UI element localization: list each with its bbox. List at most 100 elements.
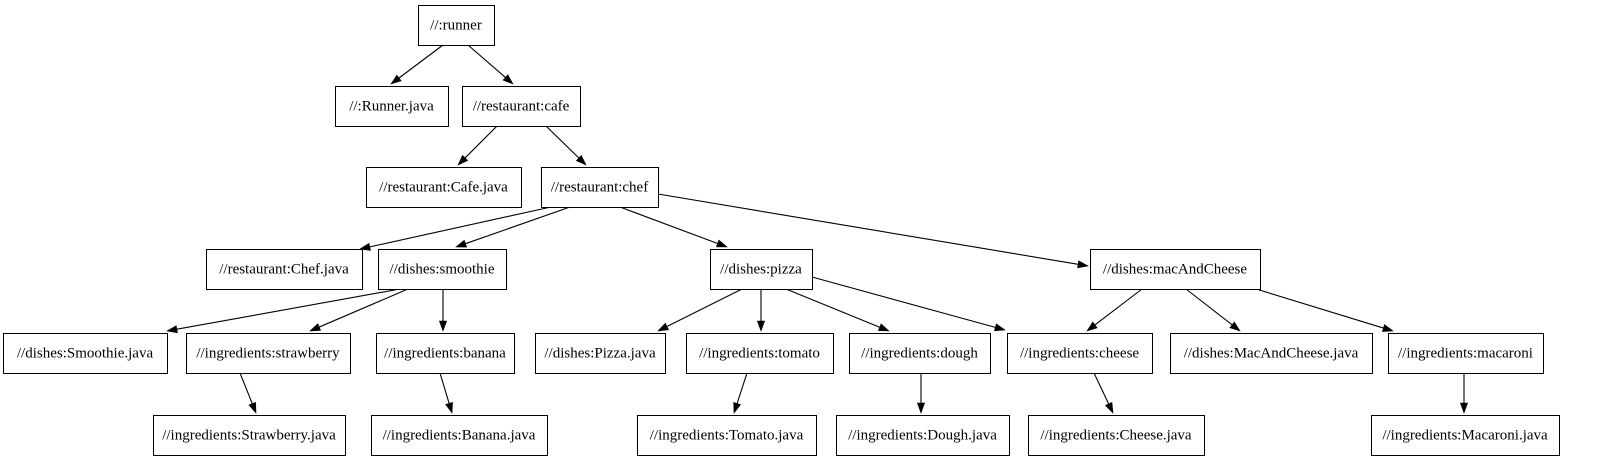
node-box[interactable] (1028, 415, 1205, 456)
edge-arrowhead (756, 320, 766, 332)
edge-line (369, 206, 552, 248)
node-pizza_java[interactable]: //dishes:Pizza.java (535, 333, 666, 374)
node-ing_tomato[interactable]: //ingredients:tomato (686, 333, 834, 374)
node-dough_java[interactable]: //ingredients:Dough.java (836, 415, 1010, 456)
node-label: //restaurant:cafe (473, 98, 570, 114)
node-restaurant_chef[interactable]: //restaurant:chef (541, 167, 659, 208)
edge-arrowhead (457, 154, 469, 166)
node-strawberry_java[interactable]: //ingredients:Strawberry.java (153, 415, 346, 456)
node-label: //restaurant:Chef.java (219, 261, 349, 277)
node-box[interactable] (378, 249, 507, 290)
edge-ing_banana-to-banana_java (439, 372, 453, 414)
node-box[interactable] (335, 86, 449, 127)
node-label: //ingredients:Dough.java (848, 427, 997, 443)
node-ing_strawberry[interactable]: //ingredients:strawberry (186, 333, 351, 374)
node-label: //ingredients:dough (861, 345, 978, 361)
edge-line (1185, 288, 1233, 326)
edge-arrowhead (994, 323, 1006, 332)
node-box[interactable] (3, 333, 168, 374)
edge-arrowhead (715, 239, 728, 248)
node-label: //ingredients:macaroni (1398, 345, 1533, 361)
edge-arrowhead (1459, 402, 1469, 414)
edge-arrowhead (455, 239, 468, 248)
node-box[interactable] (686, 333, 834, 374)
node-smoothie_java[interactable]: //dishes:Smoothie.java (3, 333, 168, 374)
edge-arrowhead (1381, 324, 1394, 332)
edge-arrowhead (502, 74, 514, 85)
node-chef_java[interactable]: //restaurant:Chef.java (206, 249, 363, 290)
node-ing_cheese[interactable]: //ingredients:cheese (1007, 333, 1153, 374)
node-box[interactable] (1170, 333, 1373, 374)
edge-line (239, 372, 253, 404)
node-box[interactable] (153, 415, 346, 456)
edge-arrowhead (1229, 321, 1241, 332)
edge-dishes_smoothie-to-ing_strawberry (309, 288, 409, 332)
node-macaroni_java[interactable]: //ingredients:Macaroni.java (1371, 415, 1560, 456)
edge-arrowhead (877, 323, 890, 332)
node-box[interactable] (710, 249, 813, 290)
node-box[interactable] (637, 415, 817, 456)
node-box[interactable] (836, 415, 1010, 456)
node-label: //ingredients:Cheese.java (1040, 427, 1192, 443)
node-box[interactable] (849, 333, 991, 374)
edge-line (666, 288, 743, 328)
node-label: //:Runner.java (349, 98, 434, 114)
node-banana_java[interactable]: //ingredients:Banana.java (371, 415, 548, 456)
node-label: //ingredients:Banana.java (383, 427, 536, 443)
node-label: //ingredients:strawberry (196, 345, 340, 361)
edges-layer (166, 44, 1469, 414)
node-box[interactable] (376, 333, 515, 374)
edge-restaurant_cafe-to-restaurant_chef (545, 125, 587, 166)
edge-arrowhead (575, 154, 587, 166)
node-macandcheese_java[interactable]: //dishes:MacAndCheese.java (1170, 333, 1373, 374)
edge-restaurant_chef-to-dishes_pizza (619, 206, 728, 248)
edge-line (318, 288, 409, 328)
node-dishes_macandcheese[interactable]: //dishes:macAndCheese (1090, 249, 1261, 290)
edge-restaurant_chef-to-dishes_macandcheese (657, 193, 1089, 269)
node-runner[interactable]: //:runner (418, 5, 495, 46)
edge-arrowhead (166, 325, 178, 334)
node-dishes_smoothie[interactable]: //dishes:smoothie (378, 249, 507, 290)
node-dishes_pizza[interactable]: //dishes:pizza (710, 249, 813, 290)
edge-line (545, 125, 580, 159)
edge-arrowhead (445, 401, 453, 414)
node-runner_java[interactable]: //:Runner.java (335, 86, 449, 127)
node-box[interactable] (1371, 415, 1560, 456)
node-box[interactable] (371, 415, 548, 456)
edge-line (465, 206, 571, 245)
node-box[interactable] (206, 249, 363, 290)
node-box[interactable] (1090, 249, 1261, 290)
edge-line (736, 372, 748, 404)
node-cafe_java[interactable]: //restaurant:Cafe.java (366, 167, 522, 208)
node-box[interactable] (1007, 333, 1153, 374)
node-box[interactable] (541, 167, 659, 208)
edge-line (1094, 288, 1143, 326)
node-ing_macaroni[interactable]: //ingredients:macaroni (1388, 333, 1544, 374)
node-box[interactable] (535, 333, 666, 374)
edge-line (619, 206, 718, 245)
node-label: //dishes:Smoothie.java (17, 345, 154, 361)
node-label: //dishes:Pizza.java (544, 345, 656, 361)
edge-arrowhead (733, 401, 742, 414)
edge-arrowhead (438, 320, 448, 332)
edge-ing_macaroni-to-macaroni_java (1459, 373, 1469, 414)
edge-arrowhead (1104, 401, 1114, 414)
edge-arrowhead (657, 322, 670, 332)
edge-arrowhead (916, 402, 926, 414)
node-box[interactable] (1388, 333, 1544, 374)
node-box[interactable] (462, 86, 581, 127)
edge-arrowhead (390, 74, 402, 85)
edge-dishes_macandcheese-to-ing_macaroni (1255, 288, 1394, 332)
nodes-layer: //:runner //:Runner.java //restaurant:cafe… (3, 5, 1560, 456)
node-ing_banana[interactable]: //ingredients:banana (376, 333, 515, 374)
node-cheese_java[interactable]: //ingredients:Cheese.java (1028, 415, 1205, 456)
node-ing_dough[interactable]: //ingredients:dough (849, 333, 991, 374)
node-restaurant_cafe[interactable]: //restaurant:cafe (462, 86, 581, 127)
edge-line (785, 288, 880, 328)
edge-line (657, 193, 1079, 265)
node-box[interactable] (418, 5, 495, 46)
node-label: //dishes:macAndCheese (1103, 261, 1247, 277)
node-box[interactable] (186, 333, 351, 374)
node-tomato_java[interactable]: //ingredients:Tomato.java (637, 415, 817, 456)
node-box[interactable] (366, 167, 522, 208)
